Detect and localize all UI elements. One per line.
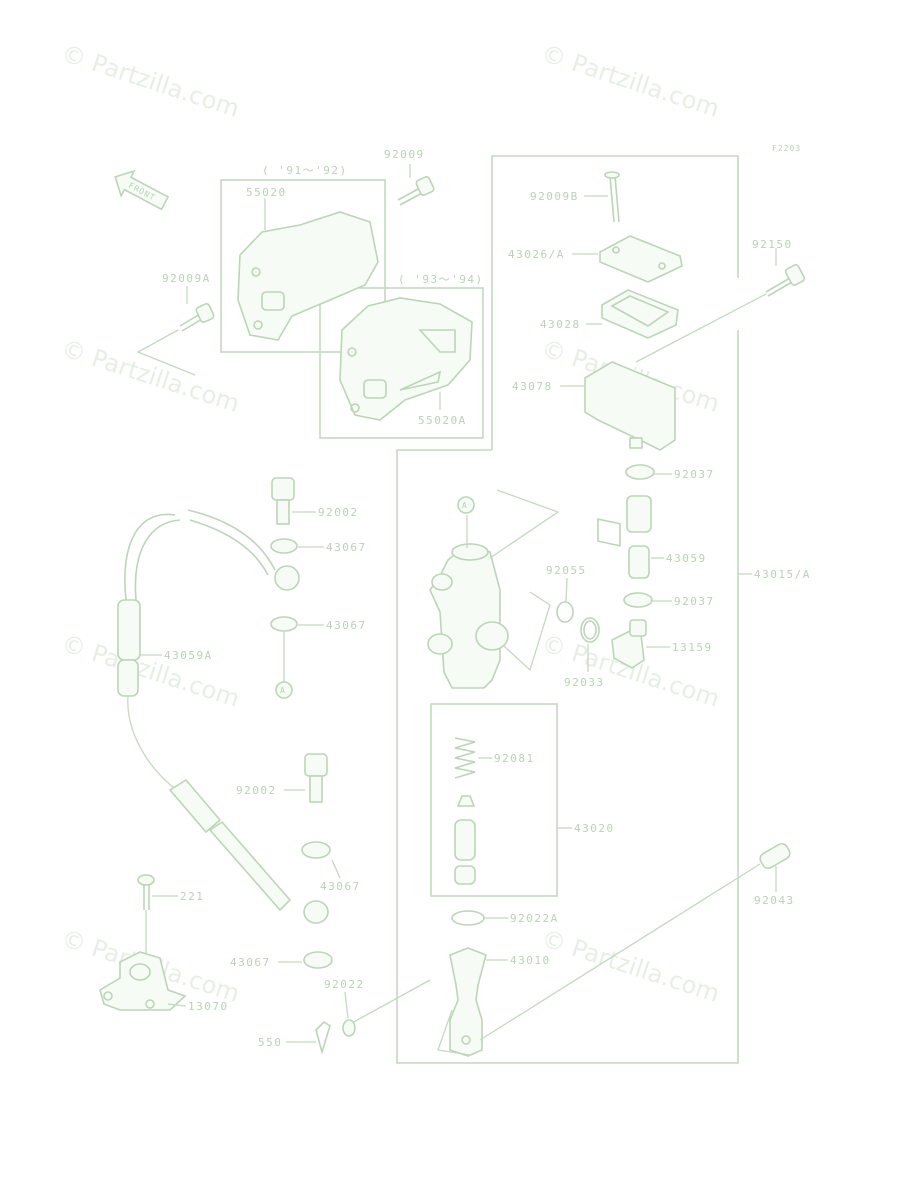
washer-43067-icon [301, 841, 331, 859]
bolt-92009a-icon [179, 302, 215, 332]
watermark: © Partzilla.com [538, 924, 723, 1008]
bolt-92150-icon [765, 264, 806, 297]
part-label-92002: 92002 [236, 784, 277, 797]
part-label-43010: 43010 [510, 954, 551, 967]
part-label-43067: 43067 [320, 880, 361, 893]
diaphragm-43028-icon [601, 289, 679, 339]
leader-lines [140, 164, 777, 1043]
banjo-bolt-92002-icon [304, 753, 328, 803]
part-labels: 92009 55020 92009A 55020A 92009B 43026/A… [162, 148, 811, 1049]
part-label-92037: 92037 [674, 468, 715, 481]
part-label-92037: 92037 [674, 595, 715, 608]
guard-slot-icon [261, 291, 285, 311]
part-label-550: 550 [258, 1036, 282, 1049]
part-label-55020: 55020 [246, 186, 287, 199]
part-label-13159: 13159 [672, 641, 713, 654]
washer-43067-icon [270, 616, 298, 632]
part-label-92043: 92043 [754, 894, 795, 907]
circlip-92022a-icon [451, 910, 485, 926]
primary-cup-icon [456, 795, 476, 807]
part-label-92055: 92055 [546, 564, 587, 577]
watermark: © Partzilla.com [538, 39, 723, 123]
guard-55020a-icon [339, 297, 473, 421]
guard-box-91-92 [220, 179, 386, 353]
screw-221-icon [137, 874, 155, 910]
part-label-43067: 43067 [326, 541, 367, 554]
part-label-43028: 43028 [540, 318, 581, 331]
washer-43067-icon [270, 538, 298, 554]
clamp-92037-icon [623, 592, 653, 608]
circle-marker-label: A [462, 501, 468, 510]
guard-box-93-94 [319, 287, 484, 439]
part-label-43067: 43067 [326, 619, 367, 632]
part-label-92033: 92033 [564, 676, 605, 689]
o-ring-92055-icon [556, 601, 574, 623]
reservoir-43078-icon [584, 361, 676, 451]
hose-43059-icon [626, 495, 652, 533]
part-label-43059: 43059 [666, 552, 707, 565]
watermark: © Partzilla.com [58, 629, 243, 713]
bracket-13070-icon [99, 951, 187, 1011]
brake-hose-43059a-icon [124, 513, 176, 601]
part-label-55020a: 55020A [418, 414, 467, 427]
part-label-92009: 92009 [384, 148, 425, 161]
watermarks: © Partzilla.com © Partzilla.com © Partzi… [58, 39, 723, 1008]
part-label-221: 221 [180, 890, 204, 903]
year-range-label: ( '91～'92) [262, 164, 348, 177]
part-label-13070: 13070 [188, 1000, 229, 1013]
nut-92022-icon [342, 1019, 356, 1037]
part-label-43078: 43078 [512, 380, 553, 393]
cotter-pin-550-icon [315, 1020, 331, 1055]
part-label-43059a: 43059A [164, 649, 213, 662]
piston-icon [454, 819, 476, 861]
front-arrow-icon: FRONT [114, 169, 170, 211]
push-rod-43010-icon [449, 947, 487, 1057]
bolt-92009-icon [397, 175, 435, 206]
banjo-bolt-92002-icon [271, 477, 295, 525]
part-label-43020: 43020 [574, 822, 615, 835]
guard-slot-icon [363, 379, 387, 399]
part-label-92002: 92002 [318, 506, 359, 519]
pin-92043-icon [759, 842, 791, 870]
part-label-92022: 92022 [324, 978, 365, 991]
part-label-43015a: 43015/A [754, 568, 811, 581]
master-cylinder-frame [491, 155, 739, 450]
piston-kit-box-43020 [430, 703, 558, 897]
year-range-label: ( '93～'94) [398, 273, 484, 286]
part-label-43026a: 43026/A [508, 248, 565, 261]
part-label-92009b: 92009B [530, 190, 579, 203]
circlip-92033-icon [580, 617, 600, 643]
spring-92081-icon [454, 737, 476, 779]
reference-code: F2203 [772, 144, 801, 153]
part-label-92009a: 92009A [162, 272, 211, 285]
clamp-92037-icon [625, 464, 655, 480]
part-label-43067: 43067 [230, 956, 271, 969]
watermark: © Partzilla.com [58, 334, 243, 418]
washer-43067-icon [303, 951, 333, 969]
part-label-92022a: 92022A [510, 912, 559, 925]
cylinder-body-icon [429, 547, 501, 689]
circle-marker-label: A [280, 686, 286, 695]
screw-92009b-icon [604, 171, 620, 223]
watermark: © Partzilla.com [58, 39, 243, 123]
part-label-92150: 92150 [752, 238, 793, 251]
part-label-92081: 92081 [494, 752, 535, 765]
reservoir-cap-43026a-icon [599, 235, 683, 283]
